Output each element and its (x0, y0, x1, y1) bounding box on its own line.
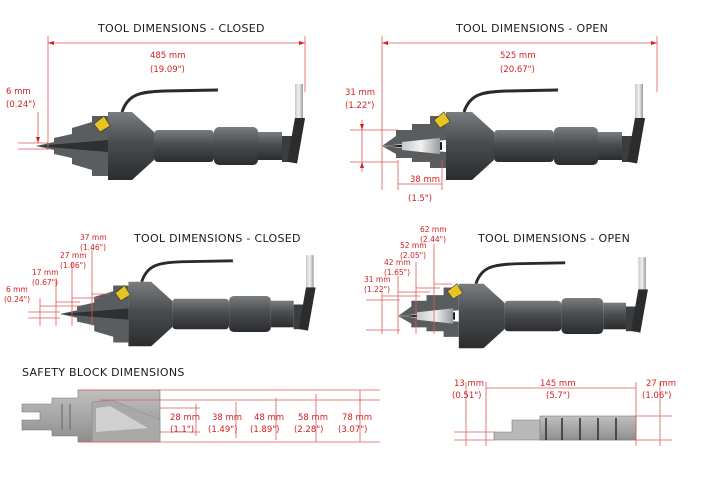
dim-safety-right-b-in: (5.7") (546, 391, 570, 401)
tool-image-mid-open (396, 255, 650, 350)
dim-top-open-length-in: (20.67") (500, 65, 535, 75)
dim-safety-right-b-mm: 145 mm (540, 379, 576, 389)
dim-lines-top-closed (18, 36, 306, 150)
title-mid-open: TOOL DIMENSIONS - OPEN (477, 232, 630, 245)
safety-block-top-view (493, 415, 637, 441)
dim-safety-left-s5-in: (3.07") (338, 425, 367, 435)
dim-top-closed-tip-in: (0.24") (6, 100, 35, 110)
dim-mid-open-s4-in: (2.44") (420, 235, 446, 244)
dim-top-closed-length-in: (19.09") (150, 65, 185, 75)
tool-image-mid-closed (58, 253, 318, 348)
tool-image-top-open (380, 82, 647, 182)
dim-lines-mid-open (366, 244, 452, 334)
dim-top-closed-tip-mm: 6 mm (6, 87, 31, 97)
dim-mid-closed-s4-mm: 37 mm (80, 233, 107, 242)
dim-top-open-jaw-in: (1.22") (345, 101, 374, 111)
dim-safety-left-s3-mm: 48 mm (254, 413, 284, 423)
dim-top-open-depth-mm: 38 mm (410, 175, 440, 185)
title-safety-block: SAFETY BLOCK DIMENSIONS (22, 366, 185, 379)
dim-mid-closed-s3-mm: 27 mm (60, 251, 87, 260)
dim-mid-closed-s4-in: (1.46") (80, 243, 106, 252)
title-mid-closed: TOOL DIMENSIONS - CLOSED (133, 232, 301, 245)
dim-lines-safety-left (78, 389, 380, 443)
dim-lines-safety-right (454, 382, 672, 446)
dim-top-open-length-mm: 525 mm (500, 51, 536, 61)
dim-safety-left-s4-mm: 58 mm (298, 413, 328, 423)
dim-safety-left-s2-mm: 38 mm (212, 413, 242, 423)
dim-safety-right-a-mm: 13 mm (454, 379, 484, 389)
dim-safety-right-c-mm: 27 mm (646, 379, 676, 389)
dim-safety-left-s5-mm: 78 mm (342, 413, 372, 423)
dim-lines-mid-closed (28, 248, 110, 326)
dim-mid-closed-s1-in: (0.24") (4, 295, 30, 304)
dim-mid-open-s1-in: (1.22") (364, 285, 390, 294)
dim-safety-left-s3-in: (1.89") (250, 425, 279, 435)
dim-safety-left-s4-in: (2.28") (294, 425, 323, 435)
dim-mid-closed-s2-in: (0.67") (32, 278, 58, 287)
dim-safety-right-a-in: (0.51") (452, 391, 481, 401)
dim-lines-top-open (350, 36, 658, 190)
dim-safety-left-s1-in: (1.1") (170, 425, 194, 435)
dim-safety-right-c-in: (1.06") (642, 391, 671, 401)
dim-top-open-jaw-mm: 31 mm (345, 88, 375, 98)
tool-image-top-closed (34, 82, 307, 182)
dim-mid-closed-s3-in: (1.06") (60, 261, 86, 270)
dim-mid-open-s4-mm: 62 mm (420, 225, 447, 234)
title-top-open: TOOL DIMENSIONS - OPEN (455, 22, 608, 35)
dim-mid-open-s2-in: (1.65") (384, 268, 410, 277)
dim-safety-left-s2-in: (1.49") (208, 425, 237, 435)
dim-mid-closed-s2-mm: 17 mm (32, 268, 59, 277)
dim-mid-closed-s1-mm: 6 mm (6, 285, 28, 294)
dim-mid-open-s3-in: (2.05") (400, 251, 426, 260)
dim-mid-open-s3-mm: 52 mm (400, 241, 427, 250)
dim-top-open-depth-in: (1.5") (408, 194, 432, 204)
dim-safety-left-s1-mm: 28 mm (170, 413, 200, 423)
dim-mid-open-s2-mm: 42 mm (384, 258, 411, 267)
title-top-closed: TOOL DIMENSIONS - CLOSED (97, 22, 265, 35)
dim-top-closed-length-mm: 485 mm (150, 51, 186, 61)
safety-block-side-view (21, 389, 161, 443)
dim-mid-open-s1-mm: 31 mm (364, 275, 391, 284)
